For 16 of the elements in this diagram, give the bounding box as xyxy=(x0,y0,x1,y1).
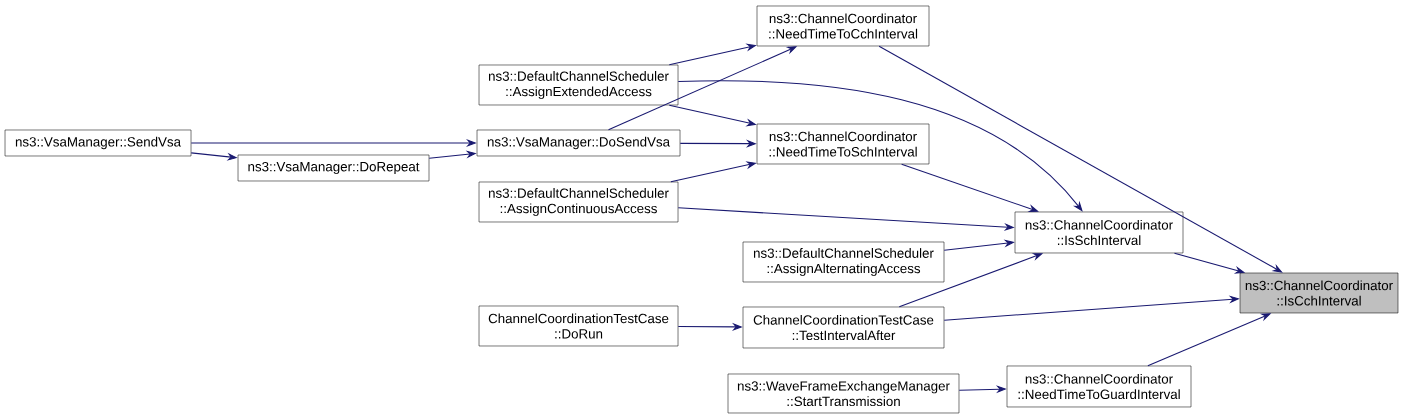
function-box: ns3::DefaultChannelScheduler ::AssignExtendedAccess xyxy=(478,64,679,106)
arrow xyxy=(878,45,1283,273)
arrow xyxy=(677,80,1083,212)
function-box: ns3::VsaManager::DoSendVsa xyxy=(476,129,681,157)
function-box: ChannelCoordinationTestCase ::DoRun xyxy=(478,305,679,347)
function-box: ns3::ChannelCoordinator ::NeedTimeToSchInterval xyxy=(756,123,930,165)
function-box: ns3::VsaManager::DoRepeat xyxy=(237,154,430,182)
function-box: ns3::ChannelCoordinator ::IsSchInterval xyxy=(1014,211,1184,254)
function-box: ns3::ChannelCoordinator ::NeedTimeToCchInterval xyxy=(756,5,930,47)
function-box: ns3::ChannelCoordinator ::NeedTimeToGuardInterval xyxy=(1006,365,1192,408)
function-box: ns3::VsaManager::SendVsa xyxy=(4,129,192,157)
function-box: ns3::WaveFrameExchangeManager ::StartTransmission xyxy=(727,373,960,414)
function-box: ns3::ChannelCoordinator ::IsCchInterval xyxy=(1239,272,1399,314)
function-box: ns3::DefaultChannelScheduler ::AssignContinuousAccess xyxy=(478,181,679,223)
function-box: ChannelCoordinationTestCase ::TestIntervalAfter xyxy=(742,306,945,349)
function-box: ns3::DefaultChannelScheduler ::AssignAlternatingAccess xyxy=(742,241,945,283)
